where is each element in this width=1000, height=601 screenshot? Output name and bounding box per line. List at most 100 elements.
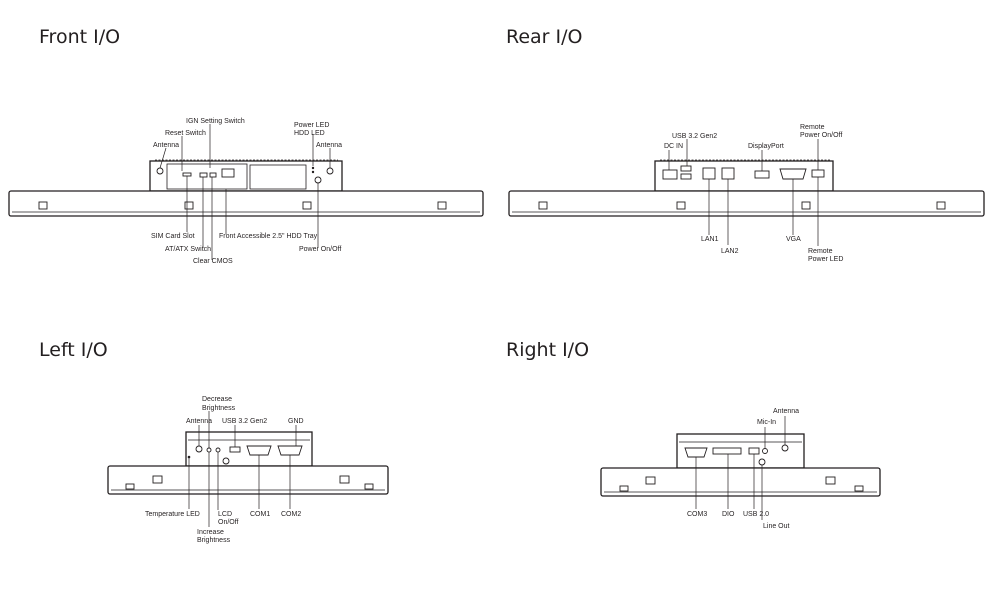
label-lan2: LAN2	[721, 248, 739, 255]
right-antenna	[781, 444, 789, 452]
label-mic-in: Mic-In	[757, 419, 776, 426]
left-usb-port	[229, 446, 241, 453]
rear-io-diagram: USB 3.2 Gen2 DC IN DisplayPort Remote Po…	[508, 124, 985, 263]
label-remote-power-2: Power On/Off	[800, 132, 842, 139]
com2-port	[277, 445, 303, 456]
displayport-port	[754, 170, 770, 179]
label-lcd-1: LCD	[218, 511, 232, 518]
front-power-button	[314, 176, 322, 184]
label-left-usb: USB 3.2 Gen2	[222, 418, 267, 425]
label-usb-2: USB 2.0	[743, 511, 769, 518]
front-mount-hole	[437, 201, 447, 210]
com3-port	[684, 447, 708, 458]
label-clear-cmos: Clear CMOS	[193, 258, 233, 265]
right-io-diagram: Antenna Mic-In COM3 DIO USB 2.0 Line Out	[600, 408, 881, 530]
label-line-out: Line Out	[763, 523, 790, 530]
right-mount-hole	[619, 485, 629, 492]
lan2-port	[721, 167, 735, 180]
label-at-atx-switch: AT/ATX Switch	[165, 246, 211, 253]
at-atx-switch	[199, 172, 208, 178]
left-io-title: Left I/O	[39, 339, 108, 361]
label-power-on-off: Power On/Off	[299, 246, 341, 253]
label-lan1: LAN1	[701, 236, 719, 243]
front-io-panel: Front I/O I	[0, 0, 500, 300]
remote-power-connector	[811, 169, 825, 178]
left-mount-hole	[152, 475, 163, 484]
label-gnd: GND	[288, 418, 304, 425]
decrease-brightness-button	[206, 447, 212, 453]
dc-in-port	[662, 169, 678, 180]
rear-io-panel: Rear I/O USB 3.2 Gen2 DC IN DisplayPort …	[500, 0, 1000, 300]
front-display-bezel	[8, 190, 484, 217]
label-com3: COM3	[687, 511, 707, 518]
left-mount-hole	[339, 475, 350, 484]
label-decrease-2: Brightness	[202, 405, 236, 412]
right-mount-hole	[825, 476, 836, 485]
left-antenna	[195, 445, 203, 453]
increase-brightness-button	[215, 447, 221, 453]
right-io-title: Right I/O	[506, 339, 590, 361]
label-lcd-2: On/Off	[218, 519, 239, 526]
rear-io-title: Rear I/O	[506, 26, 583, 48]
label-ign-setting-switch: IGN Setting Switch	[186, 118, 245, 125]
temperature-led	[187, 455, 191, 459]
label-left-antenna: Antenna	[186, 418, 212, 425]
usb-port	[680, 165, 692, 172]
left-io-panel: Left I/O Decrease Brightness Antenna USB…	[0, 300, 500, 601]
right-io-panel: Right I/O Antenna Mic-In COM3 DIO USB 2.…	[500, 300, 1000, 601]
usb-2-port	[748, 447, 760, 455]
label-hdd-led: HDD LED	[294, 130, 325, 137]
lcd-on-off-button	[222, 457, 230, 465]
label-power-led: Power LED	[294, 122, 329, 129]
dio-connector	[712, 447, 742, 455]
line-out-jack	[758, 458, 766, 466]
hdd-led-dot	[311, 170, 315, 174]
label-right-antenna: Antenna	[773, 408, 799, 415]
label-dc-in: DC IN	[664, 143, 683, 150]
label-displayport: DisplayPort	[748, 143, 784, 150]
label-increase-2: Brightness	[197, 537, 231, 544]
label-rear-usb: USB 3.2 Gen2	[672, 133, 717, 140]
mic-in-jack	[762, 448, 768, 454]
label-front-antenna-left: Antenna	[153, 142, 179, 149]
label-reset-switch: Reset Switch	[165, 130, 206, 137]
rear-mount-hole	[936, 201, 946, 210]
label-front-antenna-right: Antenna	[316, 142, 342, 149]
rear-display-bezel	[508, 190, 985, 217]
label-decrease-1: Decrease	[202, 396, 232, 403]
label-temperature-led: Temperature LED	[145, 511, 200, 518]
right-mount-hole	[645, 476, 656, 485]
label-remote-led-2: Power LED	[808, 256, 843, 263]
front-mount-hole	[38, 201, 48, 210]
right-mount-hole	[854, 485, 864, 492]
label-sim-card-slot: SIM Card Slot	[151, 233, 195, 240]
label-dio: DIO	[722, 511, 735, 518]
clear-cmos	[209, 172, 217, 178]
front-io-cover	[166, 163, 248, 190]
left-io-diagram: Decrease Brightness Antenna USB 3.2 Gen2…	[107, 396, 389, 544]
label-vga: VGA	[786, 236, 801, 243]
sim-card-slot	[182, 172, 192, 177]
label-com1: COM1	[250, 511, 270, 518]
left-mount-hole	[364, 483, 374, 490]
left-display-bezel	[107, 465, 389, 495]
front-antenna-right	[326, 167, 334, 175]
usb-port	[680, 173, 692, 180]
front-io-diagram: IGN Setting Switch Reset Switch Antenna …	[8, 118, 484, 265]
front-io-title: Front I/O	[39, 26, 121, 48]
ign-setting-switch	[221, 168, 235, 178]
label-remote-power-1: Remote	[800, 124, 825, 131]
power-led-dot	[311, 166, 315, 170]
com1-port	[246, 445, 272, 456]
label-remote-led-1: Remote	[808, 248, 833, 255]
label-increase-1: Increase	[197, 529, 224, 536]
label-com2: COM2	[281, 511, 301, 518]
front-mount-hole	[184, 201, 194, 210]
vga-port	[779, 168, 807, 180]
front-antenna-left	[156, 167, 164, 175]
rear-mount-hole	[676, 201, 686, 210]
left-mount-hole	[125, 483, 135, 490]
label-hdd-tray: Front Accessible 2.5" HDD Tray	[219, 233, 318, 240]
front-mount-hole	[302, 201, 312, 210]
lan1-port	[702, 167, 716, 180]
